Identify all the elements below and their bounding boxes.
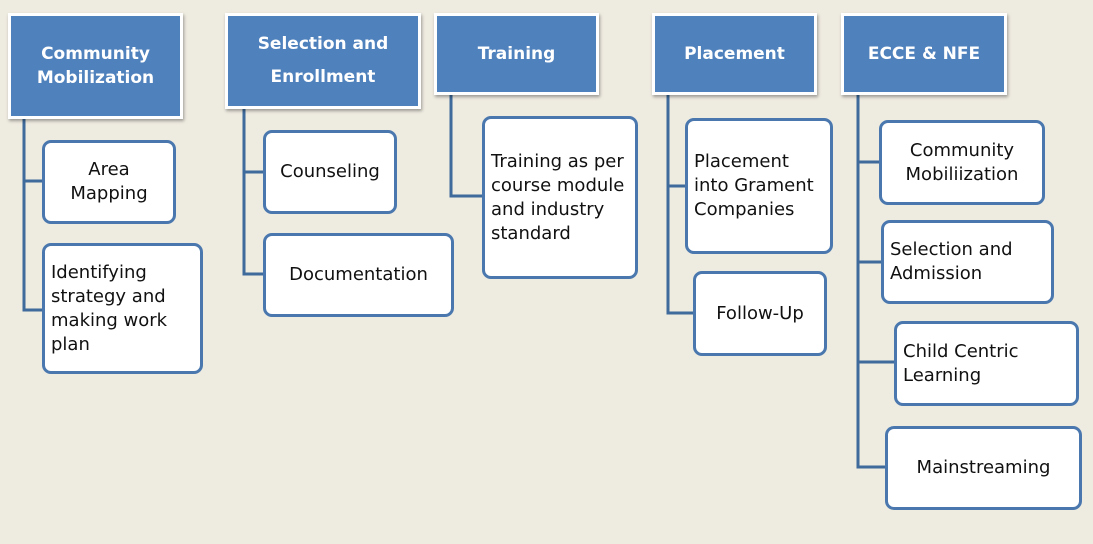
node-follow-up: Follow-Up	[693, 271, 827, 356]
header-placement: Placement	[652, 13, 817, 95]
header-selection-and-enrollment: Selection and Enrollment	[225, 13, 421, 109]
header-training: Training	[434, 13, 599, 95]
header-community-mobilization: Community Mobilization	[8, 13, 183, 119]
connector-line	[242, 108, 263, 276]
node-identifying-strategy: Identifying strategy and making work pla…	[42, 243, 203, 374]
connector-line	[22, 118, 42, 312]
connector-line	[666, 94, 693, 315]
node-child-centric-learning: Child Centric Learning	[894, 321, 1079, 406]
node-mainstreaming: Mainstreaming	[885, 426, 1082, 510]
node-documentation: Documentation	[263, 233, 454, 317]
connector-line	[449, 94, 482, 198]
node-counseling: Counseling	[263, 130, 397, 214]
node-selection-admission: Selection and Admission	[881, 220, 1054, 304]
node-community-mobiliization: Community Mobiliization	[879, 120, 1045, 205]
header-ecce-nfe: ECCE & NFE	[841, 13, 1007, 95]
node-area-mapping: Area Mapping	[42, 140, 176, 224]
node-training-standard: Training as per course module and indust…	[482, 116, 638, 279]
connector-line	[856, 94, 885, 469]
node-placement-companies: Placement into Grament Companies	[685, 118, 833, 254]
